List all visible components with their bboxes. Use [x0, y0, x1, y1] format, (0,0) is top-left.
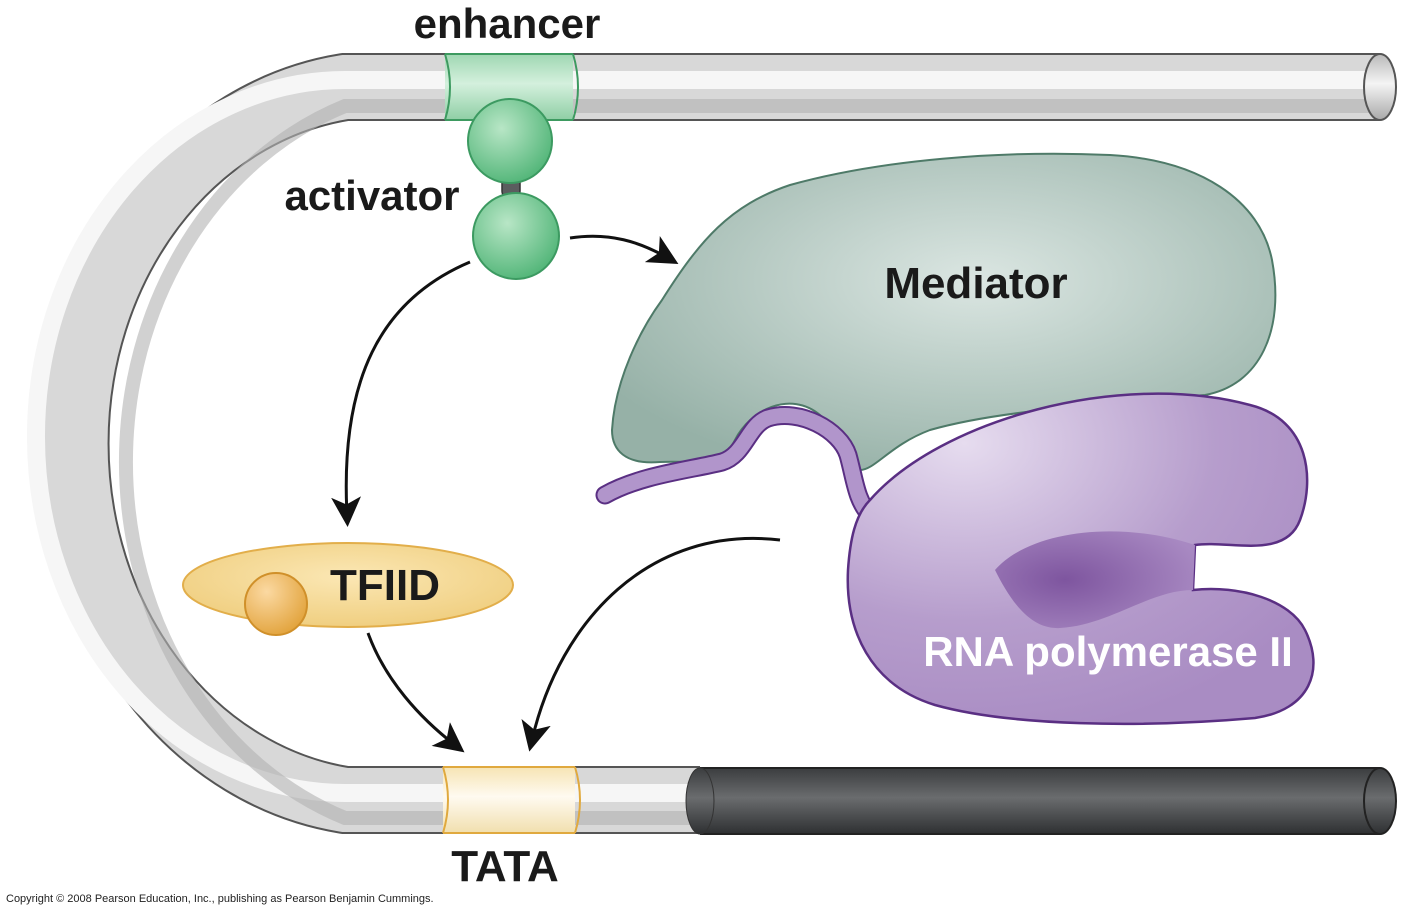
copyright-text: Copyright © 2008 Pearson Education, Inc.…	[6, 893, 434, 905]
rna-polymerase	[846, 392, 1315, 726]
arrow-activator-to-mediator	[569, 234, 679, 264]
arrows	[331, 234, 781, 753]
enhancer-band	[444, 53, 579, 121]
arrow-activator-to-tfiid	[331, 260, 471, 527]
arrow-tfiid-to-tata	[366, 632, 465, 753]
polymerase-ctd-tail	[595, 406, 880, 525]
tata-label: TATA	[451, 842, 559, 891]
mediator-label: Mediator	[884, 259, 1067, 308]
activator-label: activator	[284, 172, 459, 219]
dna-loop	[26, 53, 1397, 834]
coding-dna-segment	[685, 767, 1397, 835]
enhancer-label: enhancer	[414, 0, 601, 47]
arrow-polymerase-to-tata	[521, 537, 781, 752]
tata-band	[442, 766, 581, 834]
tfiid-complex	[182, 542, 514, 636]
rna-polymerase-label: RNA polymerase II	[923, 628, 1293, 675]
tfiid-label: TFIID	[330, 561, 440, 610]
activator-protein	[467, 98, 560, 280]
